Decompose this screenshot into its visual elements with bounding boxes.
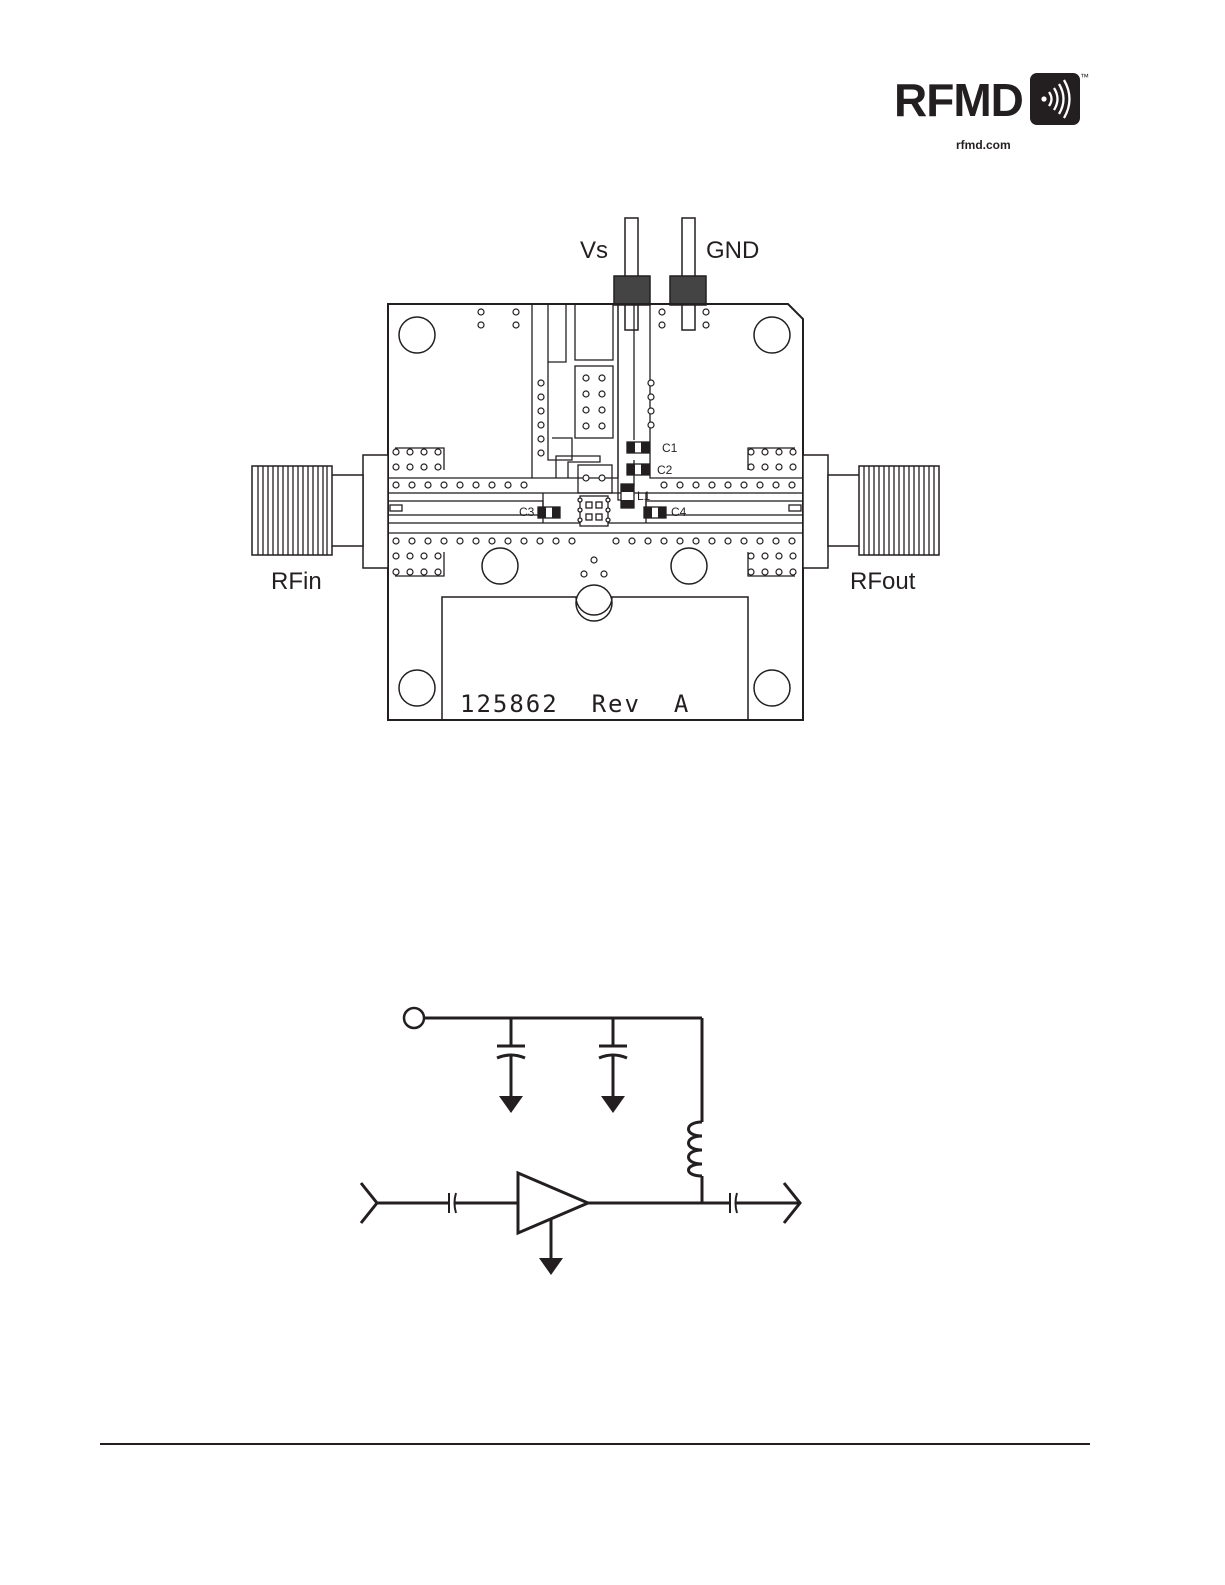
c4-label: C4 — [671, 505, 687, 519]
evaluation-board-layout: Vs GND — [230, 200, 990, 740]
rfmd-logo: RFMD ™ rfmd.com — [880, 60, 1120, 170]
rfout-label: RFout — [850, 568, 916, 595]
via-array — [393, 309, 796, 577]
bias-inductor — [689, 1018, 703, 1203]
inductor-l1 — [621, 484, 634, 508]
bypass-capacitor-1 — [497, 1018, 525, 1096]
board-part-number: 125862 Rev A — [460, 690, 690, 718]
dc-feed-traces — [388, 304, 803, 500]
logo-brand: RFMD — [894, 74, 1023, 126]
input-dc-block-capacitor — [449, 1193, 456, 1213]
supply-terminal — [404, 1008, 424, 1028]
amplifier-symbol — [518, 1173, 588, 1233]
capacitor-c1 — [627, 442, 649, 453]
amplifier-ic-footprint — [578, 496, 610, 526]
application-schematic — [340, 995, 860, 1295]
rfin-label: RFin — [271, 568, 322, 595]
c1-label: C1 — [662, 441, 678, 455]
trademark-symbol: ™ — [1080, 72, 1089, 82]
c2-label: C2 — [657, 463, 673, 477]
rf-input-port — [361, 1183, 449, 1223]
capacitor-c4 — [644, 507, 666, 518]
vs-label: Vs — [580, 237, 608, 264]
l1-label: L1 — [637, 489, 651, 503]
capacitor-c3 — [538, 507, 560, 518]
rfin-sma-connector — [252, 455, 388, 568]
ground-symbol-1 — [499, 1096, 523, 1113]
footer-rule — [100, 1443, 1090, 1445]
c3-label: C3 — [519, 505, 535, 519]
bypass-capacitor-2 — [599, 1018, 627, 1096]
vs-header-pin — [614, 218, 650, 330]
ground-symbol-2 — [601, 1096, 625, 1113]
rfout-sma-connector — [803, 455, 939, 568]
ground-symbol-3 — [539, 1258, 563, 1275]
gnd-label: GND — [706, 237, 759, 264]
wireless-signal-icon — [1030, 73, 1080, 125]
logo-url: rfmd.com — [956, 138, 1011, 152]
output-dc-block-capacitor — [730, 1193, 737, 1213]
gnd-header-pin — [670, 218, 706, 330]
capacitor-c2 — [627, 464, 649, 475]
